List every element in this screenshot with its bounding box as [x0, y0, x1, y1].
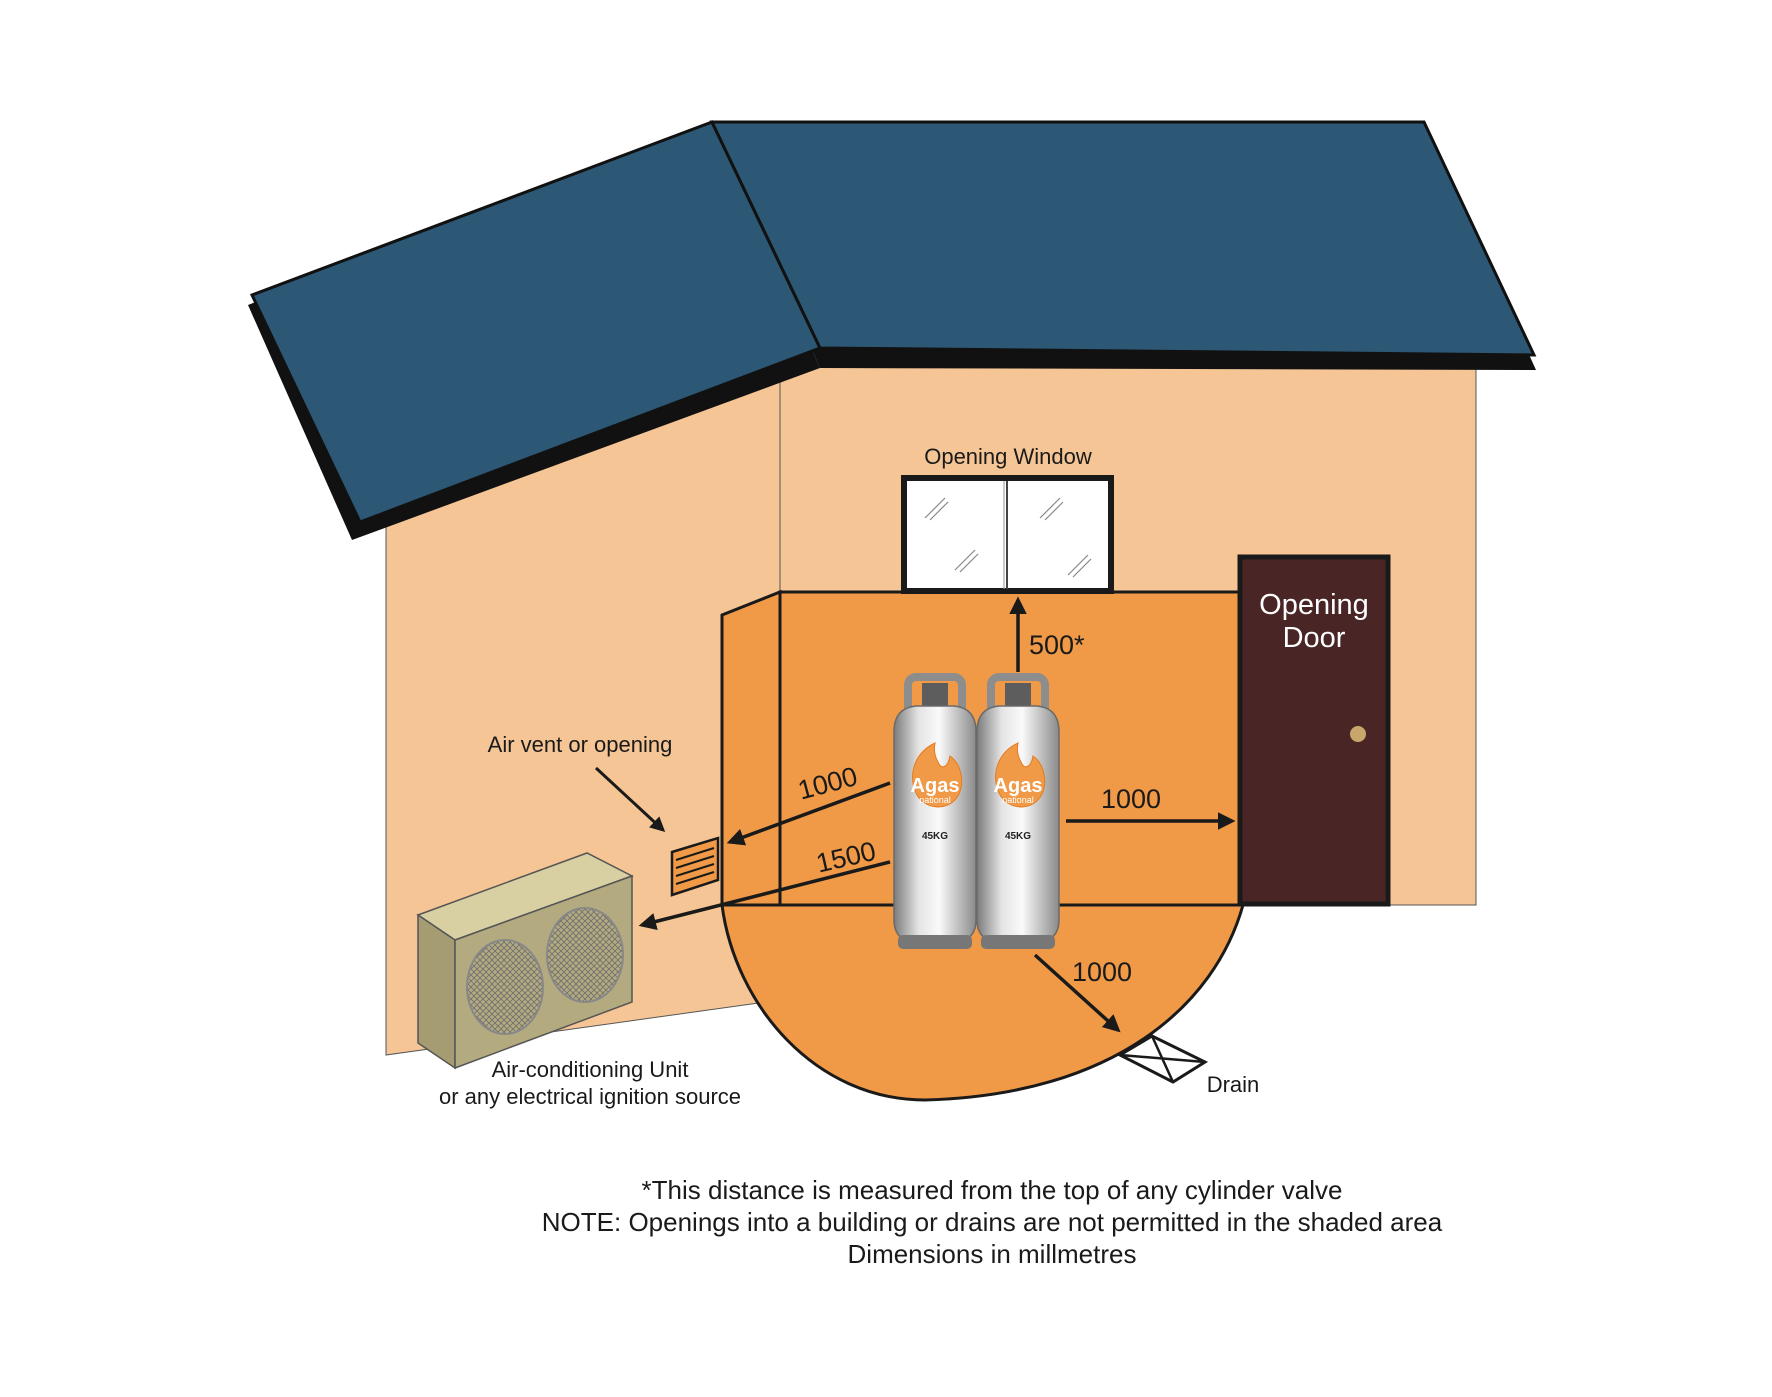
ac-unit-label-line2: or any electrical ignition source	[439, 1084, 741, 1109]
dimension-arrow-drain	[1033, 953, 1121, 1033]
cylinder-brand: Agas	[994, 775, 1043, 797]
note-line-2: NOTE: Openings into a building or drains…	[542, 1207, 1443, 1237]
gas-cylinder: Agas national 45KG	[976, 673, 1060, 949]
opening-door-label-line2: Door	[1283, 622, 1346, 654]
gas-cylinder: Agas national 45KG	[893, 673, 977, 949]
opening-door	[1237, 554, 1391, 907]
cylinder-size: 45KG	[922, 831, 948, 842]
air-vent	[670, 836, 720, 897]
dimension-label-door: 1000	[1101, 784, 1161, 814]
dimension-arrow-ac	[638, 860, 891, 931]
fan-grille-left	[466, 939, 544, 1035]
note-line-3: Dimensions in millmetres	[848, 1239, 1137, 1269]
opening-door-label-line1: Opening	[1259, 589, 1369, 621]
air-conditioning-unit	[416, 852, 634, 1070]
note-line-1: *This distance is measured from the top …	[642, 1175, 1343, 1205]
dimension-label-window: 500*	[1029, 630, 1085, 660]
right-roof	[709, 120, 1537, 357]
drain	[1116, 1034, 1209, 1084]
cylinder-brand: Agas	[911, 775, 960, 797]
air-vent-label: Air vent or opening	[488, 732, 673, 757]
fan-grille-right	[546, 907, 624, 1003]
opening-window	[901, 475, 1114, 594]
cylinder-size: 45KG	[1005, 831, 1031, 842]
ac-unit-label-line1: Air-conditioning Unit	[492, 1057, 689, 1082]
opening-window-label: Opening Window	[924, 444, 1092, 469]
drain-label: Drain	[1207, 1072, 1260, 1097]
door-knob	[1350, 726, 1366, 742]
shaded-area-side	[720, 589, 782, 907]
shaded-area-ground	[720, 903, 1245, 1102]
agas-flame-icon	[912, 742, 963, 808]
cylinder-brand-sub: national	[1002, 795, 1034, 805]
agas-flame-icon	[995, 742, 1046, 808]
cylinder-brand-sub: national	[919, 795, 951, 805]
dimension-arrow-vent	[726, 781, 891, 846]
air-vent-pointer-arrow	[594, 766, 666, 833]
dimension-label-drain: 1000	[1072, 957, 1132, 987]
